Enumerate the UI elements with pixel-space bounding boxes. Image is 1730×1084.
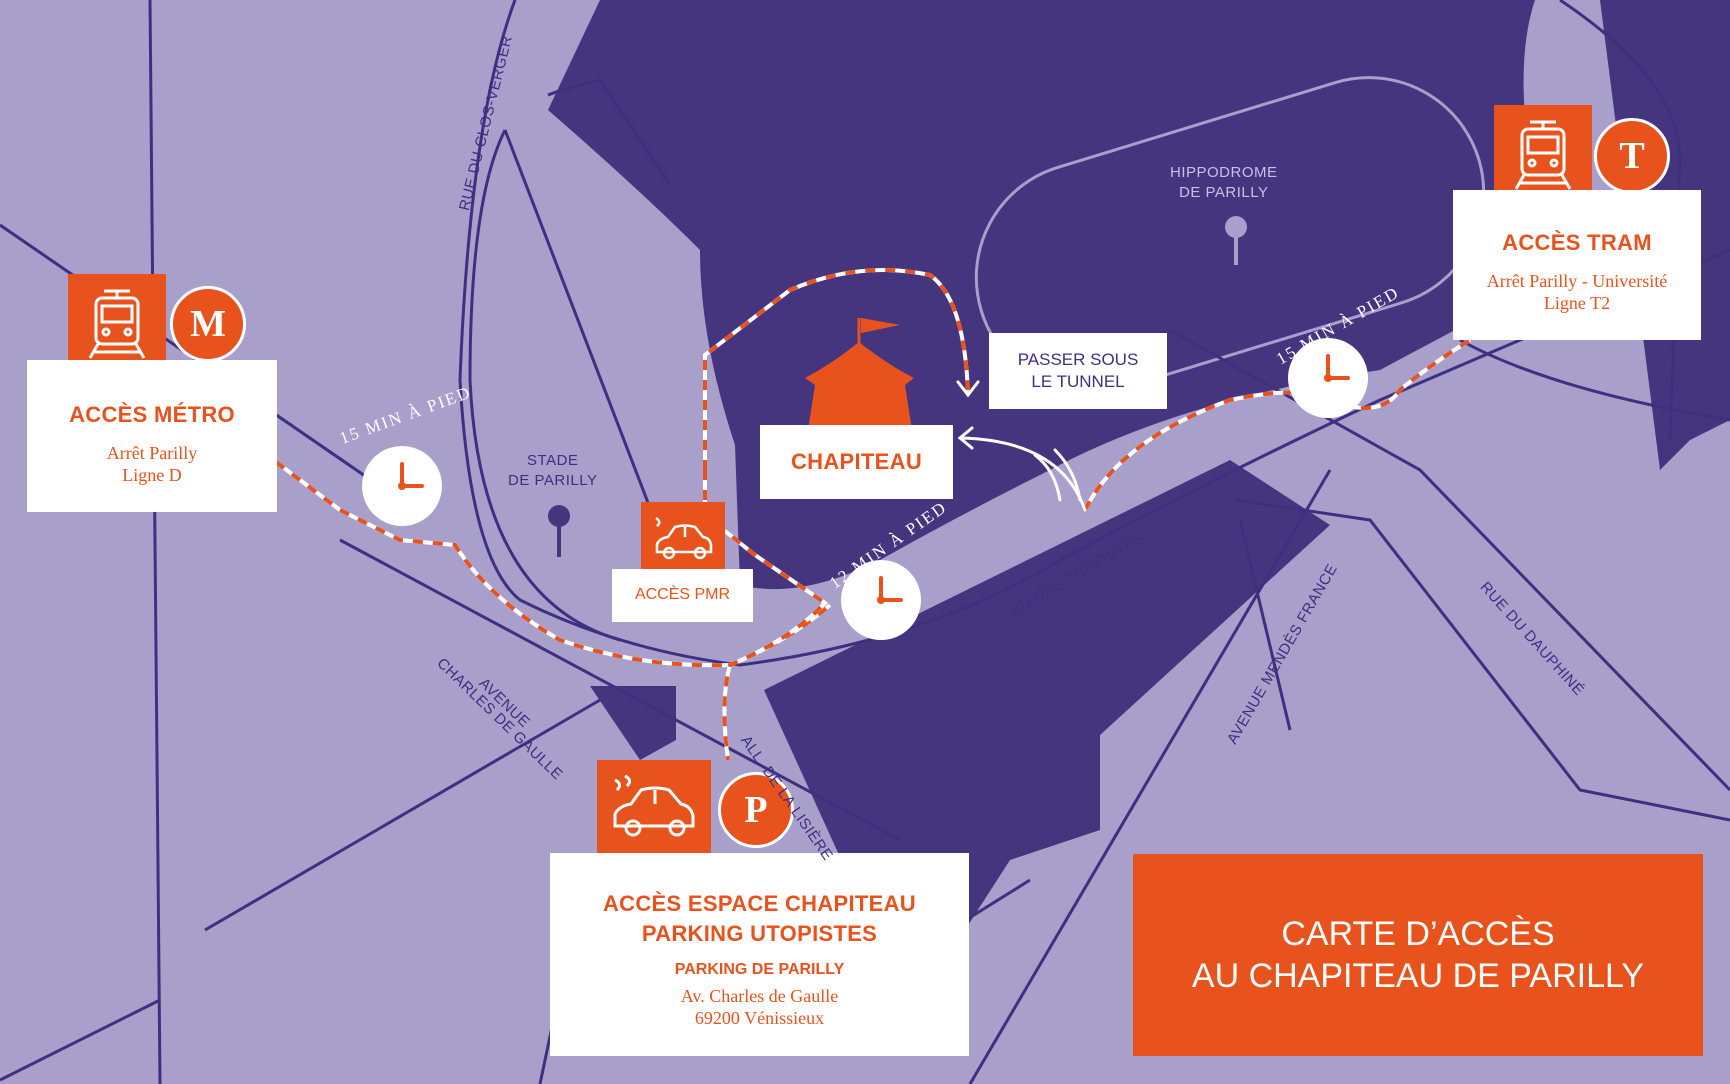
tram-icon-box: [1494, 105, 1592, 203]
metro-stop: Arrêt Parilly: [106, 443, 198, 463]
stade-line-1: STADE: [527, 452, 579, 469]
car-icon: [655, 516, 713, 560]
arrow-icon: [956, 380, 1087, 512]
chapiteau-label: CHAPITEAU: [790, 449, 923, 474]
clock-icon: [362, 446, 442, 526]
metro-card[interactable]: ACCÈS MÉTRO Arrêt Parilly Ligne D: [27, 360, 277, 512]
stade-line-2: DE PARILLY: [508, 472, 598, 489]
tram-stop: Arrêt Parilly - Université: [1486, 271, 1668, 291]
parking-title-2: PARKING UTOPISTES: [641, 921, 878, 946]
metro-icon-box: [68, 274, 166, 372]
metro-line: Ligne D: [122, 465, 182, 485]
map-title: CARTE D’ACCÈS AU CHAPITEAU DE PARILLY: [1133, 854, 1703, 1056]
train-icon: [88, 289, 146, 359]
tunnel-line-2: LE TUNNEL: [1031, 372, 1125, 391]
parking-icon-box: [597, 760, 711, 864]
parking-card[interactable]: ACCÈS ESPACE CHAPITEAU PARKING UTOPISTES…: [550, 853, 969, 1056]
metro-title: ACCÈS MÉTRO: [69, 402, 235, 427]
parking-address-2: 69200 Vénissieux: [694, 1008, 825, 1028]
chapiteau-card[interactable]: CHAPITEAU: [760, 425, 953, 499]
tram-line: Ligne T2: [1543, 293, 1611, 313]
pin-icon: [548, 505, 570, 557]
pmr-icon-box: [641, 502, 725, 574]
circus-tent-icon: [805, 318, 914, 430]
parking-name: PARKING DE PARILLY: [674, 961, 845, 978]
metro-badge: M: [170, 286, 246, 362]
tram-title: ACCÈS TRAM: [1502, 230, 1652, 255]
tunnel-line-1: PASSER SOUS: [1017, 350, 1139, 369]
tunnel-label: PASSER SOUS LE TUNNEL: [989, 333, 1167, 409]
parking-address-1: Av. Charles de Gaulle: [680, 986, 839, 1006]
tram-badge: T: [1594, 118, 1670, 194]
pmr-card[interactable]: ACCÈS PMR: [612, 569, 753, 622]
pin-icon: [1225, 216, 1247, 265]
hippodrome-label: HIPPODROME DE PARILLY: [1170, 163, 1278, 203]
hippodrome-line-2: DE PARILLY: [1179, 184, 1269, 201]
hippodrome-track: [974, 76, 1486, 394]
pmr-label: ACCÈS PMR: [634, 586, 731, 603]
hippodrome-line-1: HIPPODROME: [1170, 164, 1278, 181]
parking-badge: P: [718, 772, 794, 848]
clock-icon: [841, 560, 921, 640]
map-title-line-2: AU CHAPITEAU DE PARILLY: [1191, 957, 1645, 995]
stade-label: STADE DE PARILLY: [508, 451, 597, 491]
parking-title-1: ACCÈS ESPACE CHAPITEAU: [602, 891, 916, 916]
tram-icon: [1514, 120, 1572, 190]
map-title-line-1: CARTE D’ACCÈS: [1281, 915, 1555, 953]
car-icon: [613, 774, 695, 837]
clock-icon: [1288, 338, 1368, 418]
tram-card[interactable]: ACCÈS TRAM Arrêt Parilly - Université Li…: [1453, 190, 1701, 340]
park-area-triangle: [590, 686, 676, 760]
